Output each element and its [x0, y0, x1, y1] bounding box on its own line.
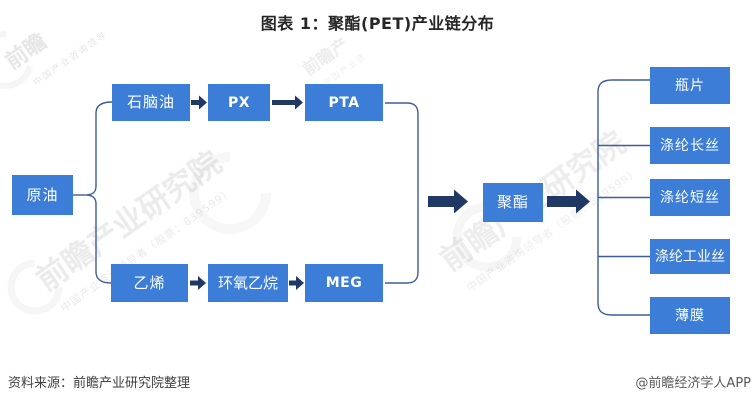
figure-title: 图表 1：聚酯(PET)产业链分布: [260, 14, 495, 33]
node-film: 薄膜: [650, 297, 730, 334]
watermark-logo-arc-center: [189, 152, 271, 234]
bracket-polyester-outputs: [597, 79, 650, 316]
node-px: PX: [208, 84, 270, 121]
bracket-pta-meg-merge: [385, 102, 419, 284]
node-polyester-industrial-yarn: 涤纶工业丝: [650, 239, 730, 274]
arrow-polyester-to-outputs-icon: [547, 189, 590, 214]
node-polyester: 聚酯: [483, 183, 543, 222]
arrow-eo-to-meg-icon: [289, 276, 304, 290]
node-polyester-staple-fiber: 涤纶短丝: [650, 179, 730, 216]
node-ethylene-oxide: 环氧乙烷: [208, 264, 288, 302]
watermark-logo-arc-right: [452, 202, 522, 272]
credit-note: @前瞻经济学人APP: [635, 376, 751, 391]
arrow-ethylene-to-eo-icon: [190, 276, 206, 290]
watermark-logo-arc-left: [7, 259, 63, 315]
node-meg: MEG: [305, 264, 383, 302]
brace-crude-oil-split: [73, 101, 113, 284]
arrow-px-to-pta-icon: [272, 95, 303, 110]
node-pta: PTA: [305, 84, 383, 121]
arrow-naphtha-to-px-icon: [191, 95, 207, 110]
arrow-merge-to-polyester-icon: [428, 189, 468, 214]
node-ethylene: 乙烯: [111, 264, 188, 302]
watermark-logo-arc-top-left: [0, 30, 33, 89]
source-note: 资料来源：前瞻产业研究院整理: [8, 376, 191, 391]
node-crude-oil: 原油: [12, 175, 73, 215]
node-polyester-filament: 涤纶长丝: [650, 127, 730, 164]
node-naphtha: 石脑油: [112, 84, 190, 121]
node-bottle-chip: 瓶片: [650, 67, 730, 104]
